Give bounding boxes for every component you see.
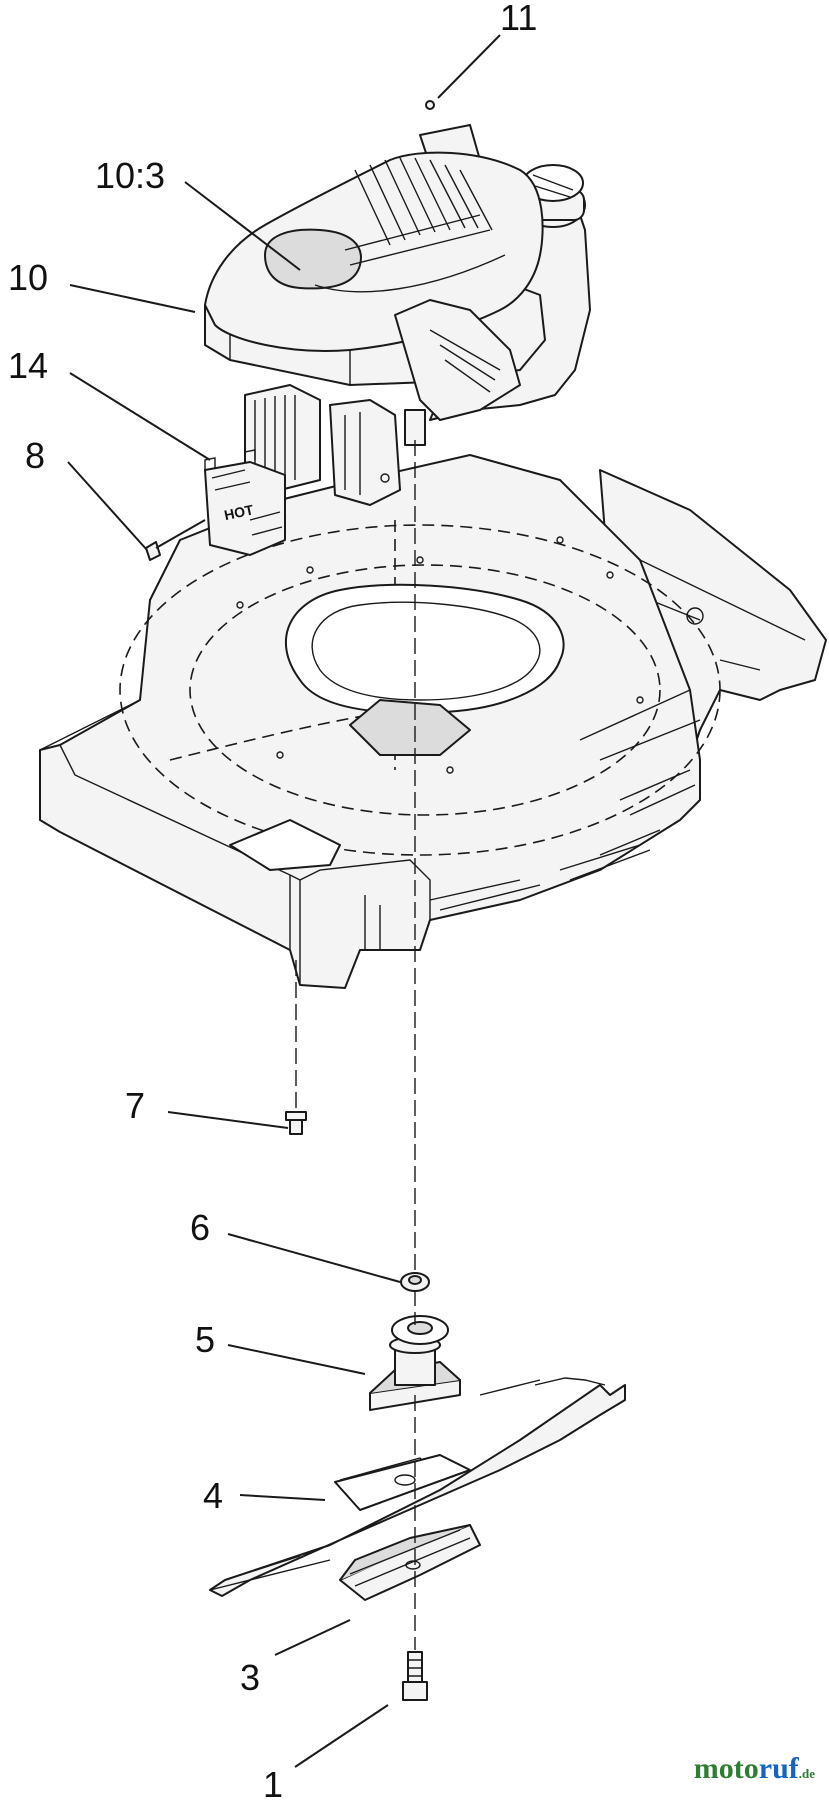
blade <box>209 1377 626 1597</box>
watermark-part1: moto <box>693 1752 759 1785</box>
callout-6: 6 <box>190 1207 210 1248</box>
callout-11: 11 <box>500 0 537 38</box>
callout-10-3: 10:3 <box>95 155 165 196</box>
callout-14: 14 <box>8 345 48 386</box>
engine <box>204 124 591 506</box>
callout-labels: 11 10:3 10 14 8 7 6 5 4 3 1 <box>8 0 537 1800</box>
heat-shield: HOT <box>204 449 286 556</box>
leader-lines <box>67 34 501 1768</box>
callout-3: 3 <box>240 1657 260 1698</box>
callout-8: 8 <box>25 435 45 476</box>
callout-5: 5 <box>195 1319 215 1360</box>
watermark-part2: ruf <box>758 1752 799 1785</box>
callout-1: 1 <box>263 1764 283 1800</box>
fasteners <box>145 100 435 1701</box>
mower-deck <box>39 454 827 989</box>
callout-10: 10 <box>8 257 48 298</box>
blade-stiffener <box>339 1524 481 1601</box>
watermark-logo: motoruf.de <box>694 1752 815 1786</box>
callout-4: 4 <box>203 1475 223 1516</box>
watermark-suffix: .de <box>798 1766 815 1781</box>
assembly-axes <box>295 440 416 1650</box>
callout-7: 7 <box>125 1085 145 1126</box>
heat-shield-text: HOT <box>223 501 256 523</box>
